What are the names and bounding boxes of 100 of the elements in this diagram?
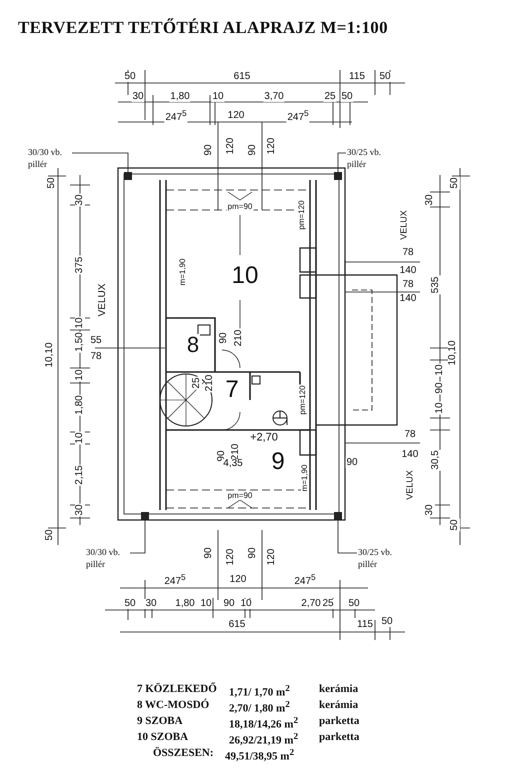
dimension-label: 1,80	[75, 394, 85, 416]
table-text: kerámia	[318, 684, 360, 695]
dimension-label: pm=120	[299, 384, 307, 416]
dimension-label: 78	[403, 430, 417, 440]
dimension-label: 10,10	[45, 341, 55, 369]
dimension-label: 30,5	[431, 449, 441, 471]
leader-line	[130, 520, 146, 554]
dimension-label: 78	[401, 248, 415, 258]
dimension-label: 90	[435, 381, 445, 395]
dimension-label: 1,80	[174, 599, 196, 609]
dimension-label: 50	[380, 617, 394, 627]
dimension-label: 10	[211, 92, 225, 102]
dimension-label: 78	[89, 352, 103, 362]
dimension-label: 30	[75, 503, 85, 517]
dimension-label: 30	[425, 503, 435, 517]
pillar	[124, 172, 132, 180]
dimension-label: 140	[400, 450, 420, 460]
dimension-label: 30	[131, 92, 145, 102]
dimension-label: 50	[123, 72, 137, 82]
dimension-label: 615	[232, 72, 252, 82]
dimension-label: 90	[345, 458, 359, 468]
dimension-label: 120	[267, 548, 277, 566]
dimension-label: 140	[398, 266, 418, 276]
dimension-label: 120	[226, 111, 246, 121]
pillar	[141, 512, 149, 520]
table-text: parketta	[318, 732, 360, 743]
dimension-label: 2,70	[300, 599, 322, 609]
dimension-label: pm=120	[298, 199, 306, 231]
dimension-label: 50	[347, 599, 361, 609]
callout-text: 30/30 vb. pillér	[86, 547, 130, 570]
dimension-label: 90	[219, 331, 229, 345]
table-text: 7 KÖZLEKEDŐ	[136, 684, 218, 695]
dimension-label: m=1,90	[301, 464, 309, 492]
dimension-label: 78	[401, 280, 415, 290]
table-text: 10 SZOBA	[136, 732, 190, 743]
dimension-label: 4,35	[222, 459, 244, 469]
dimension-label: 50	[123, 599, 137, 609]
table-text: 49,51/38,95 m$^{2}$	[224, 748, 296, 763]
dimension-label: 140	[398, 294, 418, 304]
dimension-label: 115	[356, 620, 374, 630]
dimension-label: 25	[321, 599, 335, 609]
dimension-label: 1,80	[169, 92, 191, 102]
leader-line	[72, 152, 128, 172]
dimension-label: 375	[75, 256, 85, 274]
dimension-label: 30	[144, 599, 158, 609]
dimension-label: 50	[47, 176, 57, 190]
leader-line	[338, 152, 346, 172]
dimension-label: 25	[192, 376, 202, 390]
dimension-label: 90	[248, 546, 258, 560]
table-text: 8 WC-MOSDÓ	[136, 700, 210, 711]
dimension-label: 115	[348, 72, 366, 82]
table-text: parketta	[318, 716, 360, 727]
dimension-label: 30	[75, 193, 85, 207]
dimension-label: m=1,90	[179, 258, 187, 286]
dimension-label: 90	[204, 546, 214, 560]
dimension-label: 90	[222, 599, 236, 609]
dimension-label: 247$^{5}$	[164, 108, 188, 124]
dimension-label: 90	[204, 143, 214, 157]
table-text: 26,92/21,19 m$^{2}$	[228, 732, 300, 747]
dimension-label: +2,70	[249, 432, 279, 444]
dimension-label: 50	[340, 92, 354, 102]
dimension-label: 535	[431, 276, 441, 294]
dimension-label: pm=90	[226, 203, 254, 211]
callout-text: 30/25 vb. pillér	[358, 547, 402, 570]
dimension-label: 3,70	[263, 92, 285, 102]
callout-text: 30/25 vb. pillér	[347, 147, 391, 170]
dimension-label: 50	[45, 528, 55, 542]
title: TERVEZETT TETŐTÉRI ALAPRAJZ M=1:100	[18, 18, 388, 38]
table-text: 18,18/14,26 m$^{2}$	[228, 716, 300, 731]
dimension-label: 50	[378, 72, 392, 82]
dimension-label: 50	[450, 518, 460, 532]
dimension-label: VELUX	[400, 209, 408, 241]
table-text: 1,71/ 1,70 m$^{2}$	[228, 684, 291, 699]
dimension-label: pm=90	[226, 492, 254, 500]
dimension-label: 10	[435, 401, 445, 415]
dimension-label: 210	[234, 328, 244, 348]
dimension-label: VELUX	[98, 282, 108, 318]
callout-text: 30/30 vb. pillér	[28, 147, 72, 170]
dimension-label: 90	[248, 143, 258, 157]
dimension-label: 120	[226, 136, 236, 156]
table-text: 9 SZOBA	[136, 716, 184, 727]
dimension-label: 55	[89, 336, 103, 346]
dimension-label: 615	[228, 620, 246, 630]
table-text: kerámia	[318, 700, 360, 711]
dimension-label: VELUX	[406, 469, 414, 501]
dimension-label: 10	[435, 363, 445, 377]
dimension-label: 25	[323, 92, 337, 102]
dimension-label: 30	[425, 193, 435, 207]
dimension-label: 50	[450, 176, 460, 190]
dimension-label: 10	[75, 316, 85, 330]
dimension-label: 247$^{5}$	[286, 108, 310, 124]
dimension-label: 10	[75, 368, 85, 382]
leader-line	[338, 520, 358, 554]
dimension-label: 210	[205, 374, 215, 392]
dimension-label: 1,50	[75, 331, 85, 353]
dimension-label: 120	[228, 575, 248, 585]
dimension-label: 10	[239, 599, 253, 609]
dimension-label: 10	[199, 599, 213, 609]
dimension-label: 2,15	[75, 464, 85, 486]
dimension-label: 120	[267, 136, 277, 156]
